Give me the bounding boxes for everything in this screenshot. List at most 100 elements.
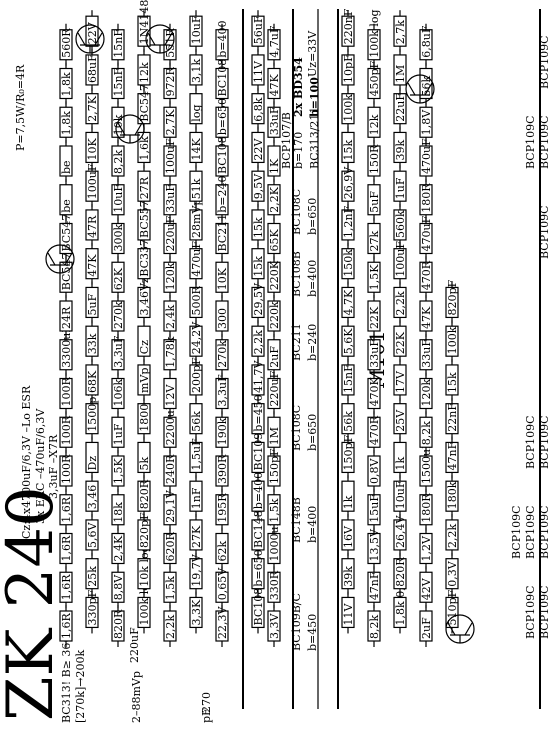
component-label: be (60, 160, 73, 174)
component-label: 330R (268, 570, 281, 600)
component-c1-5uf: 1,5uF (189, 436, 203, 479)
component-v3-46: 3,46 (85, 475, 99, 518)
note-270: 270 (200, 692, 213, 713)
component-r820r-m: 820R (393, 552, 407, 595)
component-v22-m: 22V (251, 126, 265, 169)
component-label: 1,5K (112, 458, 125, 484)
component-c5uf-m: 5uF (367, 178, 381, 221)
component-label: 15uF (368, 494, 381, 523)
component-label: 470R (368, 415, 381, 445)
component-r15k-a: 15k (251, 242, 265, 285)
component-r470r: 470R (367, 411, 381, 454)
component-r180r-b: 180R (419, 178, 433, 221)
component-label: 1K (268, 158, 281, 174)
component-v25: 25V (393, 397, 407, 440)
component-label: 25V (394, 409, 407, 432)
bcp-1: BCP109C (538, 35, 551, 89)
component-be-b: be (59, 140, 73, 182)
component-c68uf: 68uF (85, 48, 99, 91)
component-b400-b: b=400 (251, 472, 265, 518)
component-r195r: 195R (215, 488, 229, 531)
component-label: 33uF (368, 339, 381, 368)
component-label: 820pF (138, 512, 151, 548)
component-label: BC211 (216, 214, 229, 252)
component-label: 100uF (394, 241, 407, 277)
component-r25k: 25k (85, 552, 99, 595)
component-label: Cz (138, 340, 151, 354)
component-label: 5uF (86, 293, 99, 315)
component-label: 180R (420, 493, 433, 523)
component-label: 25k (86, 566, 99, 587)
component-c10uf-m: 10uF (393, 475, 407, 518)
component-label: 180R (420, 183, 433, 213)
component-label: 100R (60, 377, 73, 407)
component-label: 1k (394, 456, 407, 470)
component-mvp: mVp (137, 358, 151, 401)
note-cz: Cz:4x4700uF/6,3V –Lo ESR (20, 385, 33, 539)
component-label: 56uF (252, 15, 265, 44)
component-label: 47R (86, 215, 99, 238)
component-c33uf: 33uF (163, 178, 177, 221)
component-label: 150pF (268, 448, 281, 484)
component-r2-2k: 2,2k (163, 605, 177, 647)
component-r3-1k: 3,1k (189, 48, 203, 91)
lbl-b650-b: b=650 (306, 414, 319, 451)
component-label: 100uF (164, 138, 177, 174)
hdr-b100: b=100 (308, 77, 321, 117)
component-r22k: 22K (367, 295, 381, 337)
component-label: 1,6R (60, 613, 73, 639)
component-label: 1,5k (164, 576, 177, 600)
component-r1-78k: 1,78k (163, 333, 177, 376)
component-r150k: 150k (341, 242, 355, 285)
component-c56uf: 56uF (251, 10, 265, 53)
component-label: 820R (138, 479, 151, 509)
lbl-bc108c-b: BC108C (290, 405, 303, 451)
bcp-10: BCP109C (510, 505, 523, 559)
component-label: 1,8k (60, 72, 73, 96)
component-label: 1,5k (268, 498, 281, 522)
component-label: 11V (252, 60, 265, 83)
component-r5-6k: 5,6K (341, 320, 355, 363)
component-b450: b=450 (251, 394, 265, 440)
component-c3300: 3300uF (59, 325, 73, 376)
component-label: 1M (394, 65, 407, 83)
component-label: 1nF (190, 487, 203, 509)
component-r470k: 470K (367, 372, 381, 415)
component-v1-2: 1,2V (419, 527, 433, 570)
component-label: BC547C (138, 76, 151, 122)
component-label: 3,46Vz (138, 277, 151, 315)
component-label: 41,7V (252, 359, 265, 392)
bcp-9: BCP109C (524, 415, 537, 469)
component-label: 3,3V (268, 613, 281, 639)
component-r10k-c: 10K (215, 256, 229, 299)
component-label: 820R (112, 609, 125, 639)
component-label: 16V (342, 525, 355, 548)
component-r1-6r-d: 1,6R (59, 488, 73, 531)
component-c10uf: 10uF (111, 178, 125, 221)
component-r560k: 560k (393, 203, 407, 246)
component-b650-b: b=650 (251, 549, 265, 595)
component-label: 190k (216, 417, 229, 445)
component-c200pf: 200pF (189, 357, 203, 401)
component-r820r-b: 820R (137, 475, 151, 518)
component-r15k-m: 15k (341, 126, 355, 169)
component-r2-2k-m: 2,2k (251, 320, 265, 363)
transistor-q5 (445, 614, 475, 644)
component-label: 56k (342, 411, 355, 432)
component-c150pf-b: 150pF (341, 434, 355, 479)
component-label: 106k (112, 379, 125, 407)
component-label: 1,5K (368, 264, 381, 290)
component-cz: Cz (137, 320, 151, 363)
component-bc211: BC211 (215, 214, 229, 260)
component-r14k: 14K (189, 126, 203, 169)
component-label: 42V (420, 577, 433, 600)
component-r270k: 270k (111, 295, 125, 337)
component-v0-8: 0,8V (367, 450, 381, 492)
component-c1uf: 1uF (111, 411, 125, 454)
component-label: 15nF (342, 364, 355, 393)
component-label: 2uF (420, 617, 433, 639)
component-label: 560R (60, 28, 73, 58)
component-label: 100R (60, 454, 73, 484)
component-r62k-b: 62k (215, 527, 229, 570)
component-r1-5k-b: 1,5k (163, 566, 177, 609)
